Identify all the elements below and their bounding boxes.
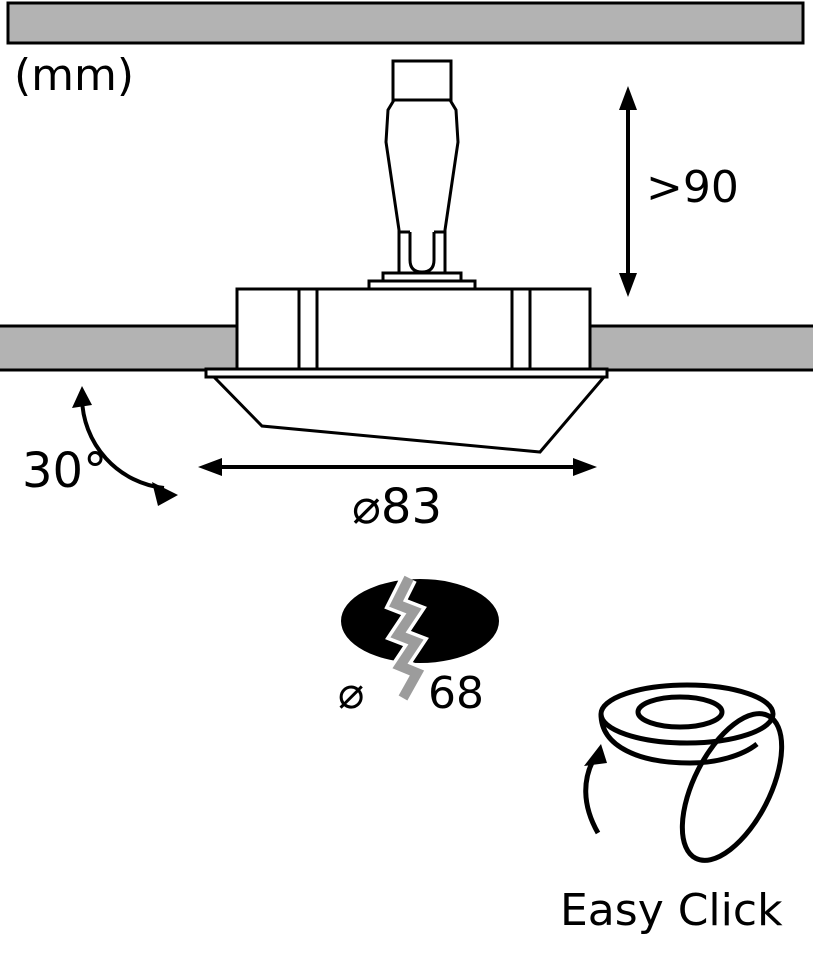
housing-body (235, 287, 592, 373)
coil-tilted-ring (679, 711, 785, 863)
easy-click-label: Easy Click (560, 885, 783, 936)
cutout-ellipse (341, 579, 499, 663)
coil-second-loop (598, 713, 759, 766)
tilt-arrow-head-bottom (152, 482, 178, 506)
easy-click-coil (598, 682, 785, 863)
lamp-body (384, 98, 460, 275)
rotation-arrow-head (584, 744, 607, 766)
gu10-lamp (384, 59, 460, 275)
top-surface-bar (6, 1, 805, 45)
depth-label: >90 (646, 162, 739, 213)
easy-click-rotation-arrow (583, 744, 607, 835)
diameter-label: ⌀83 (352, 479, 442, 535)
ceiling-bar-left (0, 324, 239, 372)
depth-arrow-head-top (619, 86, 637, 110)
recess-depth-arrow (619, 86, 637, 297)
ceiling-bar-right (588, 324, 813, 372)
rotation-arrow-curve (583, 753, 601, 835)
angle-label: 30° (22, 443, 107, 499)
outer-diameter-arrow (198, 458, 597, 476)
recessed-housing (235, 271, 592, 373)
tilt-angle-arrow (72, 386, 178, 506)
zigzag-tear (389, 575, 425, 701)
bezel-tilted-face (210, 375, 608, 454)
lamp-plug-cap (391, 59, 453, 102)
depth-arrow-head-bottom (619, 273, 637, 297)
diameter-arrow-head-left (198, 458, 222, 476)
cutout-symbol: ⌀ (338, 668, 365, 719)
coil-inner-opening (635, 694, 725, 730)
unit-label: (mm) (14, 50, 134, 101)
tilt-arc (80, 397, 165, 490)
cutout-value: 68 (428, 668, 484, 719)
diameter-arrow-head-right (573, 458, 597, 476)
cutout-hole (341, 574, 499, 703)
tilted-bezel (204, 367, 609, 454)
tilt-arrow-head-top (72, 386, 92, 408)
